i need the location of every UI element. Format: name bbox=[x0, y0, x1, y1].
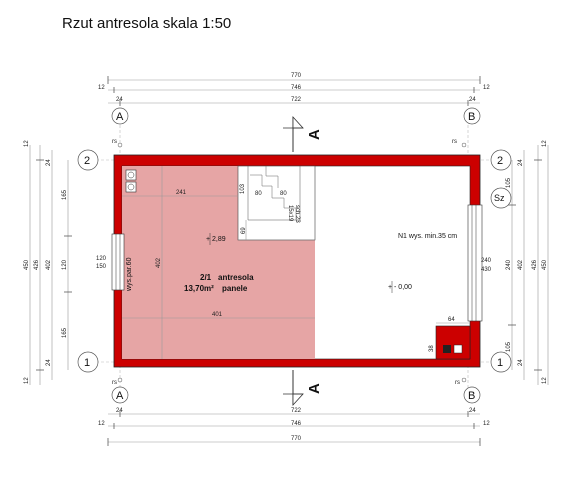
dim-right-105-bottom: 105 bbox=[506, 341, 512, 352]
dim-left-24-top: 24 bbox=[46, 159, 52, 166]
room-name: antresola bbox=[218, 273, 254, 282]
dim-left-165-bottom: 165 bbox=[62, 327, 68, 338]
stairs-label-2: sch.23 bbox=[294, 205, 300, 223]
svg-text:A: A bbox=[306, 383, 323, 394]
dim-24-top-left: 24 bbox=[116, 97, 123, 103]
svg-text:A: A bbox=[116, 111, 124, 123]
section-marker-bottom: A bbox=[283, 370, 323, 407]
top-dimensions: 770 12 746 12 24 722 24 bbox=[98, 73, 490, 106]
stairs: 15x19 sch.23 bbox=[237, 165, 316, 241]
interior-dimensions: 241 401 402 69 103 80 80 64 38 bbox=[122, 166, 470, 359]
svg-text:B: B bbox=[468, 390, 475, 402]
room-area: 13,70m² bbox=[184, 284, 214, 293]
dim-left-total: 450 bbox=[24, 259, 30, 270]
window-right bbox=[467, 204, 483, 322]
bottom-dimensions: 24 722 24 12 746 12 770 bbox=[98, 408, 490, 446]
dim-room-402: 402 bbox=[156, 257, 162, 268]
svg-text:1: 1 bbox=[497, 357, 503, 369]
room-finish: panele bbox=[222, 284, 248, 293]
dim-12-bottom-right: 12 bbox=[483, 421, 490, 427]
window-left-dim-1: 120 bbox=[96, 256, 107, 262]
window-right-dim-2: 430 bbox=[481, 267, 492, 273]
axis-bubble-b-top: B bbox=[463, 107, 481, 125]
axis-bubble-1-right: 1 bbox=[490, 351, 512, 373]
dim-right-total: 450 bbox=[542, 259, 548, 270]
dim-inner-bottom: 746 bbox=[291, 421, 302, 427]
rs-label-top-right: rs bbox=[452, 139, 457, 145]
dim-right-12-top: 12 bbox=[542, 140, 548, 147]
room-number: 2/1 bbox=[200, 273, 212, 282]
axis-bubble-sz: Sz bbox=[490, 187, 512, 209]
dim-right-426: 426 bbox=[532, 259, 538, 270]
dim-room-69: 69 bbox=[241, 227, 247, 234]
dim-left-120: 120 bbox=[62, 259, 68, 270]
dim-left-24-bottom: 24 bbox=[46, 359, 52, 366]
dim-total-bottom: 770 bbox=[291, 436, 302, 442]
dim-stair-103: 103 bbox=[240, 183, 246, 194]
dim-24-bottom-left: 24 bbox=[116, 408, 123, 414]
dim-stair-80a: 80 bbox=[255, 191, 262, 197]
dim-12-bottom-left: 12 bbox=[98, 421, 105, 427]
dim-total-top: 770 bbox=[291, 73, 302, 79]
axis-bubble-a-top: A bbox=[111, 107, 129, 125]
axis-bubble-a-bottom: A bbox=[111, 386, 129, 404]
dim-12-top-right: 12 bbox=[483, 85, 490, 91]
dim-right-402: 402 bbox=[518, 259, 524, 270]
dim-24-bottom-right: 24 bbox=[469, 408, 476, 414]
dim-right-24-bottom: 24 bbox=[518, 359, 524, 366]
right-dimensions: 12 450 12 426 24 402 24 105 240 105 bbox=[506, 140, 549, 385]
axis-bubble-2-right: 2 bbox=[490, 149, 512, 171]
dim-right-105-top: 105 bbox=[506, 177, 512, 188]
axis-bubble-2-left: 2 bbox=[77, 149, 99, 171]
dim-clear-bottom: 722 bbox=[291, 408, 302, 414]
dim-left-426: 426 bbox=[34, 259, 40, 270]
dim-left-12-bottom: 12 bbox=[24, 377, 30, 384]
svg-text:B: B bbox=[468, 111, 475, 123]
dim-left-165-top: 165 bbox=[62, 189, 68, 200]
room-label: 2/1 antresola 13,70m² panele bbox=[184, 273, 254, 293]
chimney-block bbox=[435, 325, 471, 360]
window-left-dim-2: 150 bbox=[96, 264, 107, 270]
vent-boxes bbox=[125, 169, 137, 193]
dim-left-12-top: 12 bbox=[24, 140, 30, 147]
dim-inner-top: 746 bbox=[291, 85, 302, 91]
axis-bubble-b-bottom: B bbox=[463, 386, 481, 404]
dim-12-top-left: 12 bbox=[98, 85, 105, 91]
dim-corner-38: 38 bbox=[429, 345, 435, 352]
dim-room-401: 401 bbox=[212, 312, 223, 318]
dim-stair-80b: 80 bbox=[280, 191, 287, 197]
svg-text:A: A bbox=[116, 390, 124, 402]
svg-text:Sz: Sz bbox=[494, 193, 505, 203]
dim-room-241: 241 bbox=[176, 190, 187, 196]
rs-label-top-left: rs bbox=[112, 139, 117, 145]
window-left bbox=[111, 233, 125, 291]
floor-note: N1 wys. min.35 cm bbox=[398, 233, 457, 240]
floor-level: + - 0,00 bbox=[388, 284, 412, 291]
axis-bubble-1-left: 1 bbox=[77, 351, 99, 373]
svg-text:A: A bbox=[306, 129, 323, 140]
rs-label-bottom-right: rs bbox=[455, 380, 460, 386]
stairs-label: 15x19 bbox=[287, 205, 293, 222]
svg-text:2: 2 bbox=[84, 155, 90, 167]
dim-corner-64: 64 bbox=[448, 317, 455, 323]
window-height-label: wys.par.60 bbox=[126, 257, 133, 292]
dim-24-top-right: 24 bbox=[469, 97, 476, 103]
dim-clear-top: 722 bbox=[291, 97, 302, 103]
dim-right-24-top: 24 bbox=[518, 159, 524, 166]
dim-right-12-bottom: 12 bbox=[542, 377, 548, 384]
window-right-dim-1: 240 bbox=[481, 258, 492, 264]
plan-title: Rzut antresola skala 1:50 bbox=[62, 15, 231, 32]
dim-left-402: 402 bbox=[46, 259, 52, 270]
rs-label-bottom-left: rs bbox=[112, 380, 117, 386]
mezzanine-level: + 2,89 bbox=[206, 236, 226, 243]
svg-text:1: 1 bbox=[84, 357, 90, 369]
section-marker-top: A bbox=[283, 115, 323, 152]
svg-text:2: 2 bbox=[497, 155, 503, 167]
dim-right-240: 240 bbox=[506, 259, 512, 270]
left-dimensions: 12 450 12 426 24 402 24 165 120 165 bbox=[24, 140, 72, 385]
